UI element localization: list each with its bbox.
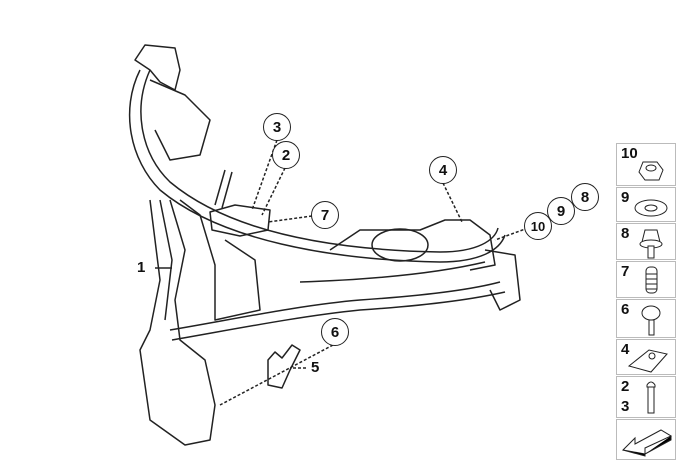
legend-label: 3	[621, 398, 630, 415]
legend-label: 7	[621, 263, 630, 280]
legend-item-9[interactable]: 9	[616, 187, 676, 222]
callout-4[interactable]: 4	[429, 156, 457, 184]
legend-item-2-3[interactable]: 2 3	[616, 376, 676, 418]
callout-2[interactable]: 2	[272, 141, 300, 169]
collar-screw-icon	[641, 305, 661, 336]
label-1[interactable]: 1	[137, 259, 146, 276]
spring-nut-icon	[627, 349, 668, 373]
legend-item-8[interactable]: 8	[616, 223, 676, 260]
legend-item-10[interactable]: 10	[616, 143, 676, 186]
front-direction-arrow-icon	[621, 429, 673, 457]
legend-item-7[interactable]: 7	[616, 261, 676, 298]
callout-8[interactable]: 8	[571, 183, 599, 211]
callout-3[interactable]: 3	[263, 113, 291, 141]
legend-item-4[interactable]: 4	[616, 339, 676, 375]
legend-label: 9	[621, 189, 630, 206]
legend-label: 10	[621, 145, 638, 162]
expanding-nut-icon	[645, 266, 658, 294]
callout-9[interactable]: 9	[547, 197, 575, 225]
legend-item-direction	[616, 419, 676, 460]
legend-label: 2	[621, 378, 630, 395]
legend-label: 8	[621, 225, 630, 242]
hex-nut-icon	[638, 161, 664, 181]
label-5[interactable]: 5	[311, 359, 320, 376]
callout-7[interactable]: 7	[311, 201, 339, 229]
washer-icon	[634, 199, 668, 217]
rubber-mount-screw-icon	[639, 229, 663, 259]
bolt-icon	[646, 381, 656, 414]
legend-item-6[interactable]: 6	[616, 299, 676, 338]
callout-6[interactable]: 6	[321, 318, 349, 346]
legend-label: 4	[621, 341, 630, 358]
legend-label: 6	[621, 301, 630, 318]
